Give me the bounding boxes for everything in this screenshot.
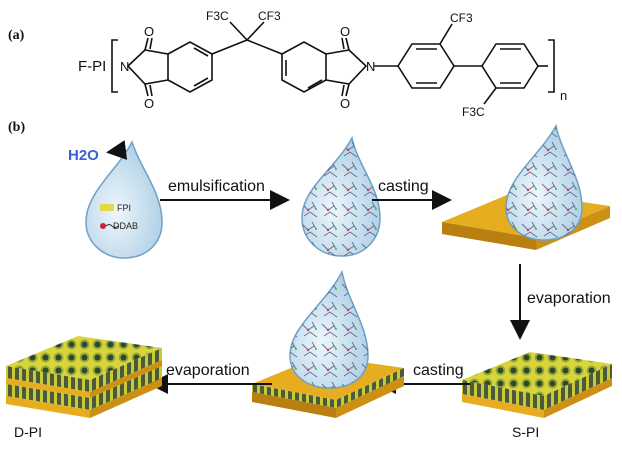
porous-film-s-pi	[462, 352, 612, 418]
polymer-name: F-PI	[78, 58, 106, 75]
droplet-initial: FPI DDAB	[85, 139, 163, 259]
step-evaporation-1: evaporation	[527, 290, 611, 307]
atom-o-2: O	[144, 96, 154, 111]
droplet-emulsion	[301, 135, 381, 257]
step-evaporation-2: evaporation	[166, 362, 250, 379]
label-s-pi: S-PI	[512, 424, 540, 440]
panel-a-label: (a)	[8, 28, 25, 43]
atom-n-right: N	[366, 59, 375, 74]
porous-film-d-pi	[6, 336, 162, 418]
atom-o-4: O	[340, 96, 350, 111]
fpi-swatch	[100, 204, 114, 211]
repeat-n: n	[560, 88, 567, 103]
label-d-pi: D-PI	[14, 424, 42, 440]
legend-ddab: DDAB	[113, 221, 138, 231]
bracket-left	[111, 39, 118, 93]
step-casting-2: casting	[413, 362, 464, 379]
cf3-top-right: CF3	[258, 9, 281, 23]
water-label: H2O	[68, 147, 99, 164]
substrate-with-drop-2	[252, 269, 404, 418]
cf3-top-left: F3C	[206, 9, 229, 23]
step-emulsification: emulsification	[168, 178, 265, 195]
imide-ring-right	[325, 49, 368, 85]
cf3-ring-top: CF3	[450, 11, 473, 25]
imide-ring-left	[126, 49, 169, 85]
benzene-left	[167, 41, 213, 93]
cf3-ring-bottom: F3C	[462, 105, 485, 119]
substrate-with-drop-1	[442, 123, 610, 250]
atom-o-1: O	[144, 24, 154, 39]
step-casting-1: casting	[378, 178, 429, 195]
water-arrow	[106, 140, 128, 160]
fpi-structure: F-PI N N O O O O F3C CF3 CF3 F3C n	[78, 9, 567, 119]
panel-b-label: (b)	[8, 120, 26, 135]
ddab-glyph	[100, 223, 106, 229]
atom-n-left: N	[120, 59, 129, 74]
legend-fpi: FPI	[117, 203, 131, 213]
atom-o-3: O	[340, 24, 350, 39]
bracket-right	[548, 39, 555, 93]
